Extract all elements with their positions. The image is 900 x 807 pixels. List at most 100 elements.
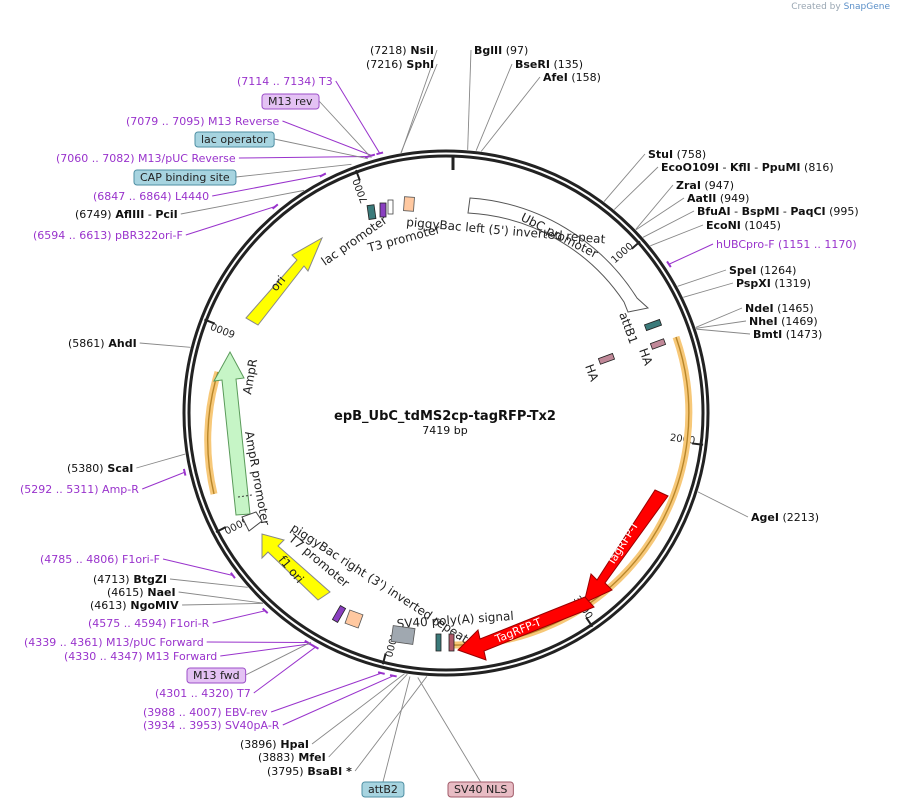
site-leader: [354, 676, 428, 772]
site-label-nsii: (7218) NsiI: [370, 44, 434, 57]
site-label-part: (3896): [240, 738, 277, 751]
pbl-mark: [403, 196, 415, 212]
site-label-bfuai: BfuAI - BspMI - PaqCI (995): [697, 205, 859, 218]
site-label-part: ScaI: [104, 462, 134, 475]
site-label-part: (5380): [67, 462, 104, 475]
attb2-box-text: attB2: [368, 783, 398, 796]
primer-leader: [270, 672, 382, 713]
m13-fwd-box-text: M13 fwd: [193, 669, 240, 682]
site-label-pspxi: PspXI (1319): [736, 277, 811, 290]
primer-leader: [142, 471, 185, 490]
site-label-part: NdeI: [745, 302, 774, 315]
site-leader: [180, 189, 305, 215]
primer-mark: [364, 154, 372, 159]
site-label-part: NsiI: [407, 44, 434, 57]
primer-label-f1ori-r: (4575 .. 4594) F1ori-R: [88, 617, 210, 630]
site-label-part: PspXI: [736, 277, 771, 290]
box-leader: [274, 138, 368, 160]
cap-binding-box-bg: [133, 169, 237, 186]
site-label-part: BmtI: [753, 328, 782, 341]
ampr-label: AmpR: [240, 358, 260, 396]
attb2-mark: [435, 633, 442, 652]
site-label-part: PpuMI: [762, 161, 801, 174]
site-label-part: AgeI: [751, 511, 779, 524]
site-leader: [603, 153, 646, 202]
primer-leader: [253, 646, 316, 694]
primer-mark: [319, 172, 327, 178]
kb-tick-label: 7000: [351, 177, 370, 205]
site-label-part: -: [779, 205, 790, 218]
primer-label-m13puc-fwd: (4339 .. 4361) M13/pUC Forward: [24, 636, 204, 649]
primer-label-t7: (4301 .. 4320) T7: [155, 687, 251, 700]
box-leader: [235, 163, 352, 178]
site-label-part: AflIII: [112, 208, 145, 221]
ampr-promoter-arrow: [241, 511, 263, 532]
kb-tick: [381, 653, 387, 665]
site-leader: [635, 184, 674, 230]
primer-label-m13rev-primer: (7079 .. 7095) M13 Reverse: [126, 115, 279, 128]
site-label-part: (5861): [68, 337, 105, 350]
ha-mark-1: [649, 338, 667, 350]
restriction-site-labels: (7218) NsiI(7216) SphI(6749) AflIII - Pc…: [67, 44, 859, 778]
site-leader: [400, 63, 438, 154]
primer-mark: [377, 671, 385, 675]
site-label-part: (1469): [778, 315, 818, 328]
kb-tick-label: 6000: [209, 320, 237, 339]
site-label-part: (1045): [741, 219, 781, 232]
site-label-ndei: NdeI (1465): [745, 302, 814, 315]
site-label-part: (4613): [90, 599, 127, 612]
primer-leader: [212, 174, 323, 197]
site-label-part: (6749): [75, 208, 112, 221]
primer-leader: [668, 243, 714, 265]
tagrfp-arrow-2: [457, 596, 595, 661]
site-leader: [683, 282, 734, 298]
site-label-scai: (5380) ScaI: [67, 462, 133, 475]
site-leader: [182, 602, 264, 606]
site-label-part: BfuAI: [697, 205, 731, 218]
site-label-part: EcoO109I: [661, 161, 719, 174]
site-label-part: (3883): [258, 751, 295, 764]
site-leader: [400, 49, 438, 153]
kb-tick: [355, 169, 361, 181]
site-label-part: (3795): [267, 765, 304, 778]
site-label-part: AhdI: [105, 337, 137, 350]
site-label-part: (1264): [756, 264, 796, 277]
site-label-part: MfeI: [295, 751, 326, 764]
site-leader: [697, 491, 749, 518]
site-leader: [480, 76, 541, 152]
m13-rev-box-text: M13 rev: [268, 95, 313, 108]
site-label-zrai: ZraI (947): [676, 179, 734, 192]
primer-label-f1ori-f: (4785 .. 4806) F1ori-F: [40, 553, 160, 566]
site-leader: [677, 269, 727, 287]
site-label-part: NheI: [749, 315, 778, 328]
ampr-arrow: [213, 350, 251, 516]
site-label-part: BsaBI *: [304, 765, 352, 778]
m13-fwd-box-bg: [186, 667, 247, 684]
attb1-label: attB1: [616, 310, 640, 345]
primer-label-hubcpro: hUBCpro-F (1151 .. 1170): [716, 238, 857, 251]
site-label-part: SpeI: [729, 264, 756, 277]
sv40nls-box-text: SV40 NLS: [454, 783, 507, 796]
backbone-outer-ring: [182, 149, 710, 677]
primer-mark: [271, 203, 279, 210]
site-label-sphi: (7216) SphI: [366, 58, 434, 71]
site-label-ahdi: (5861) AhdI: [68, 337, 137, 350]
site-leader: [635, 197, 685, 231]
primer-leader: [185, 206, 276, 236]
site-label-part: -: [719, 161, 730, 174]
plasmid-name: epB_UbC_tdMS2cp-tagRFP-Tx2: [334, 409, 556, 424]
site-label-part: (947): [701, 179, 734, 192]
box-leader: [318, 100, 372, 159]
site-label-part: KflI: [730, 161, 751, 174]
site-label-part: -: [751, 161, 762, 174]
site-leader: [642, 210, 695, 238]
primer-label-sv40pa-r: (3934 .. 3953) SV40pA-R: [143, 719, 280, 732]
site-label-part: (7216): [366, 58, 403, 71]
site-label-naei: (4615) NaeI: [107, 586, 176, 599]
primer-label-t3: (7114 .. 7134) T3: [237, 75, 333, 88]
site-label-part: (4713): [93, 573, 130, 586]
site-label-part: StuI: [648, 148, 673, 161]
lac-operator-box: lac operator: [194, 131, 275, 148]
site-label-part: (816): [801, 161, 834, 174]
primer-label-l4440: (6847 .. 6864) L4440: [93, 190, 209, 203]
